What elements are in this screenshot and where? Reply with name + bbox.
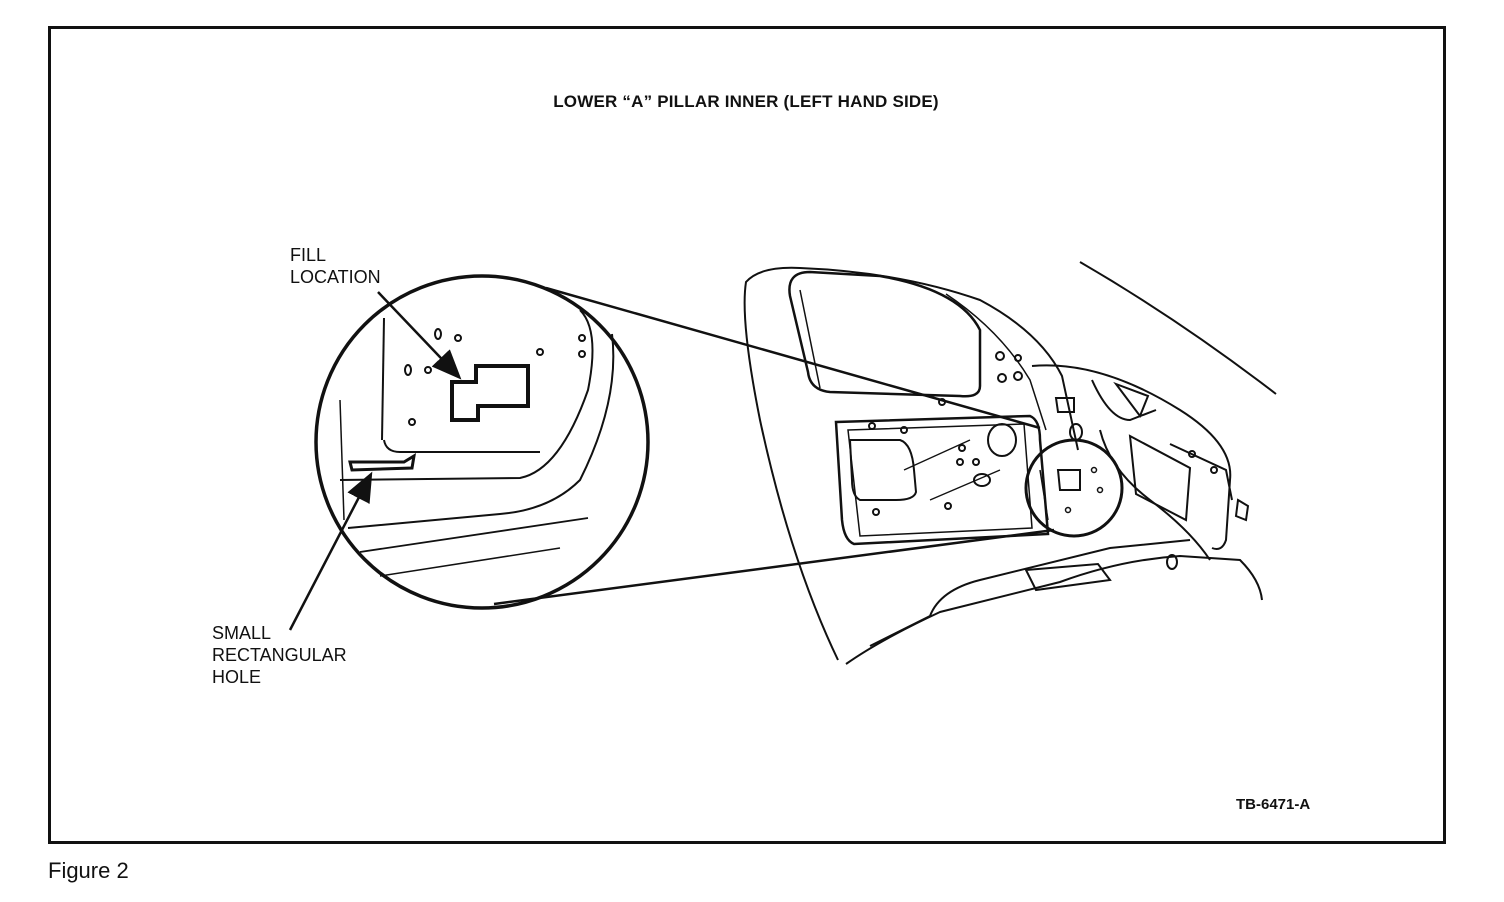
detail-target-circle bbox=[1024, 423, 1124, 538]
figure-caption: Figure 2 bbox=[48, 858, 129, 883]
small-rectangular-hole-label: SMALL RECTANGULAR HOLE bbox=[212, 623, 347, 687]
label-leaders bbox=[288, 291, 462, 631]
figure-code: TB-6471-A bbox=[1236, 796, 1311, 813]
vehicle-body-art bbox=[743, 261, 1277, 665]
detail-magnifier bbox=[314, 274, 650, 610]
fill-location-label: FILL LOCATION bbox=[290, 245, 381, 287]
figure-frame bbox=[48, 26, 1446, 844]
projection-lines bbox=[493, 286, 1055, 606]
figure-title: LOWER “A” PILLAR INNER (LEFT HAND SIDE) bbox=[553, 92, 939, 111]
